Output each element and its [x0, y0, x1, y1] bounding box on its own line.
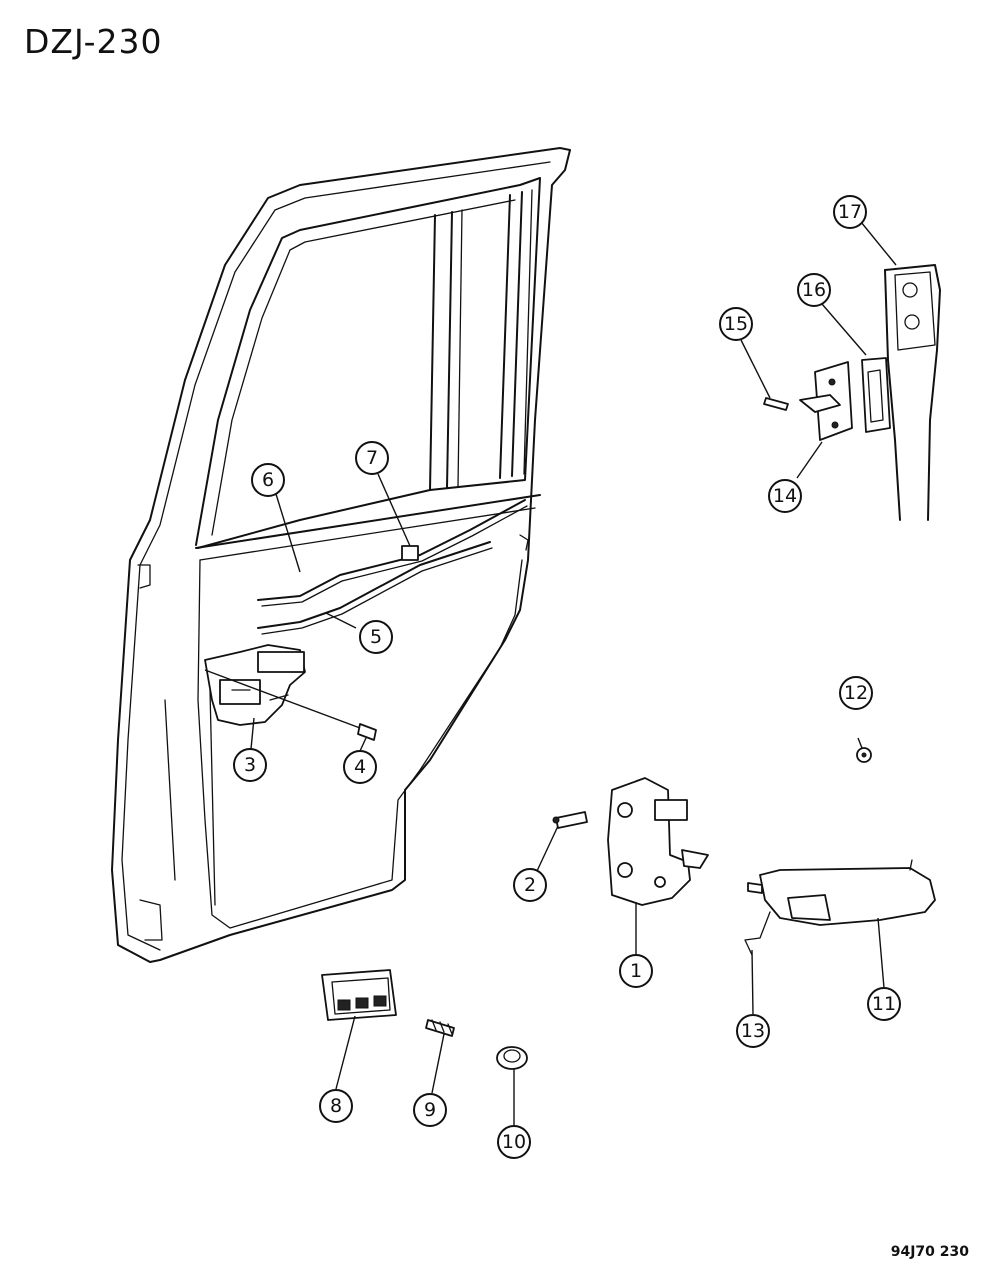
callout-14-label: 14: [773, 485, 797, 507]
callout-17: 17: [833, 195, 867, 229]
callout-7: 7: [355, 441, 389, 475]
outside-handle: [744, 859, 936, 956]
callout-16-label: 16: [802, 279, 826, 301]
callout-2-label: 2: [524, 874, 536, 896]
door-shell: [111, 147, 571, 963]
callout-5: 5: [359, 620, 393, 654]
door-latch: [607, 777, 709, 906]
callout-15: 15: [719, 307, 753, 341]
callout-13-label: 13: [741, 1020, 765, 1042]
callout-3-label: 3: [244, 754, 256, 776]
rod-clip: [401, 545, 419, 561]
screw-4: [357, 723, 377, 741]
screw-9: [425, 1019, 455, 1037]
inside-handle-assembly: [204, 644, 361, 729]
pin-2: [552, 811, 588, 829]
callout-12: 12: [839, 676, 873, 710]
callout-4-label: 4: [354, 756, 366, 778]
plug-10: [496, 1046, 528, 1070]
leader-lines: [250, 221, 897, 1125]
callout-3: 3: [233, 748, 267, 782]
callout-6-label: 6: [262, 469, 274, 491]
callout-9: 9: [413, 1093, 447, 1127]
callout-17-label: 17: [838, 201, 862, 223]
callout-16: 16: [797, 273, 831, 307]
callout-5-label: 5: [370, 626, 382, 648]
callout-8: 8: [319, 1089, 353, 1123]
callout-9-label: 9: [424, 1099, 436, 1121]
callout-1-label: 1: [630, 960, 642, 982]
callout-11-label: 11: [872, 993, 896, 1015]
page-title: DZJ-230: [24, 22, 163, 61]
callout-10-label: 10: [502, 1131, 526, 1153]
callout-6: 6: [251, 463, 285, 497]
callout-14: 14: [768, 479, 802, 513]
callout-10: 10: [497, 1125, 531, 1159]
callout-11: 11: [867, 987, 901, 1021]
figure-code: 94J70 230: [890, 1244, 969, 1260]
callout-8-label: 8: [330, 1095, 342, 1117]
callout-15-label: 15: [724, 313, 748, 335]
callout-1: 1: [619, 954, 653, 988]
striker-assembly: [763, 264, 941, 521]
nut-12: [856, 747, 872, 763]
callout-2: 2: [513, 868, 547, 902]
callout-7-label: 7: [366, 447, 378, 469]
handle-bezel: [321, 969, 397, 1021]
callout-4: 4: [343, 750, 377, 784]
lock-rods: [257, 499, 528, 635]
callout-13: 13: [736, 1014, 770, 1048]
callout-12-label: 12: [844, 682, 868, 704]
